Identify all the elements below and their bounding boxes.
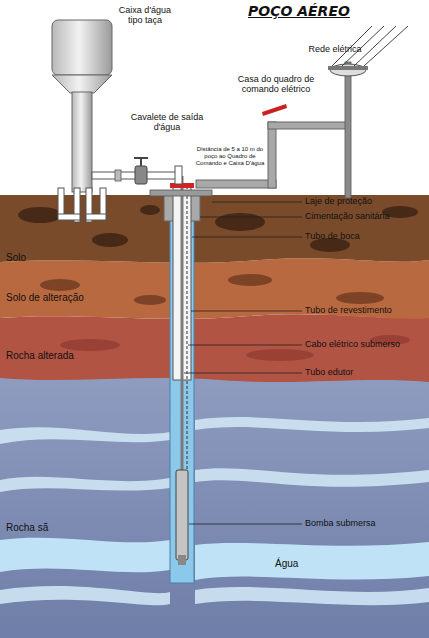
part-label: Rede elétrica (300, 44, 370, 54)
part-label: Cimentação sanitária (305, 211, 423, 221)
stratum-label: Rocha sã (6, 522, 126, 534)
part-label: Casa do quadro de comando elétrico (226, 74, 326, 95)
stratum-label: Solo de alteração (6, 292, 126, 304)
note-label: Distância de 5 a 10 m do poço ao Quadro … (194, 146, 266, 167)
stratum-label: Solo (6, 252, 126, 264)
part-label: Tubo de revestimento (305, 305, 423, 315)
part-label: Caixa d'água tipo taça (113, 5, 177, 26)
part-label: Tubo edutor (305, 367, 423, 377)
stratum-label: Água (275, 558, 335, 570)
part-label: Cabo elétrico submerso (305, 339, 425, 349)
part-label: Tubo de boca (305, 231, 423, 241)
part-label: Laje de proteção (305, 196, 423, 206)
part-label: Bomba submersa (305, 518, 423, 528)
part-label: Cavalete de saída d'água (126, 112, 208, 133)
title: POÇO AÉREO (248, 3, 350, 19)
stratum-label: Rocha alterada (6, 350, 126, 362)
